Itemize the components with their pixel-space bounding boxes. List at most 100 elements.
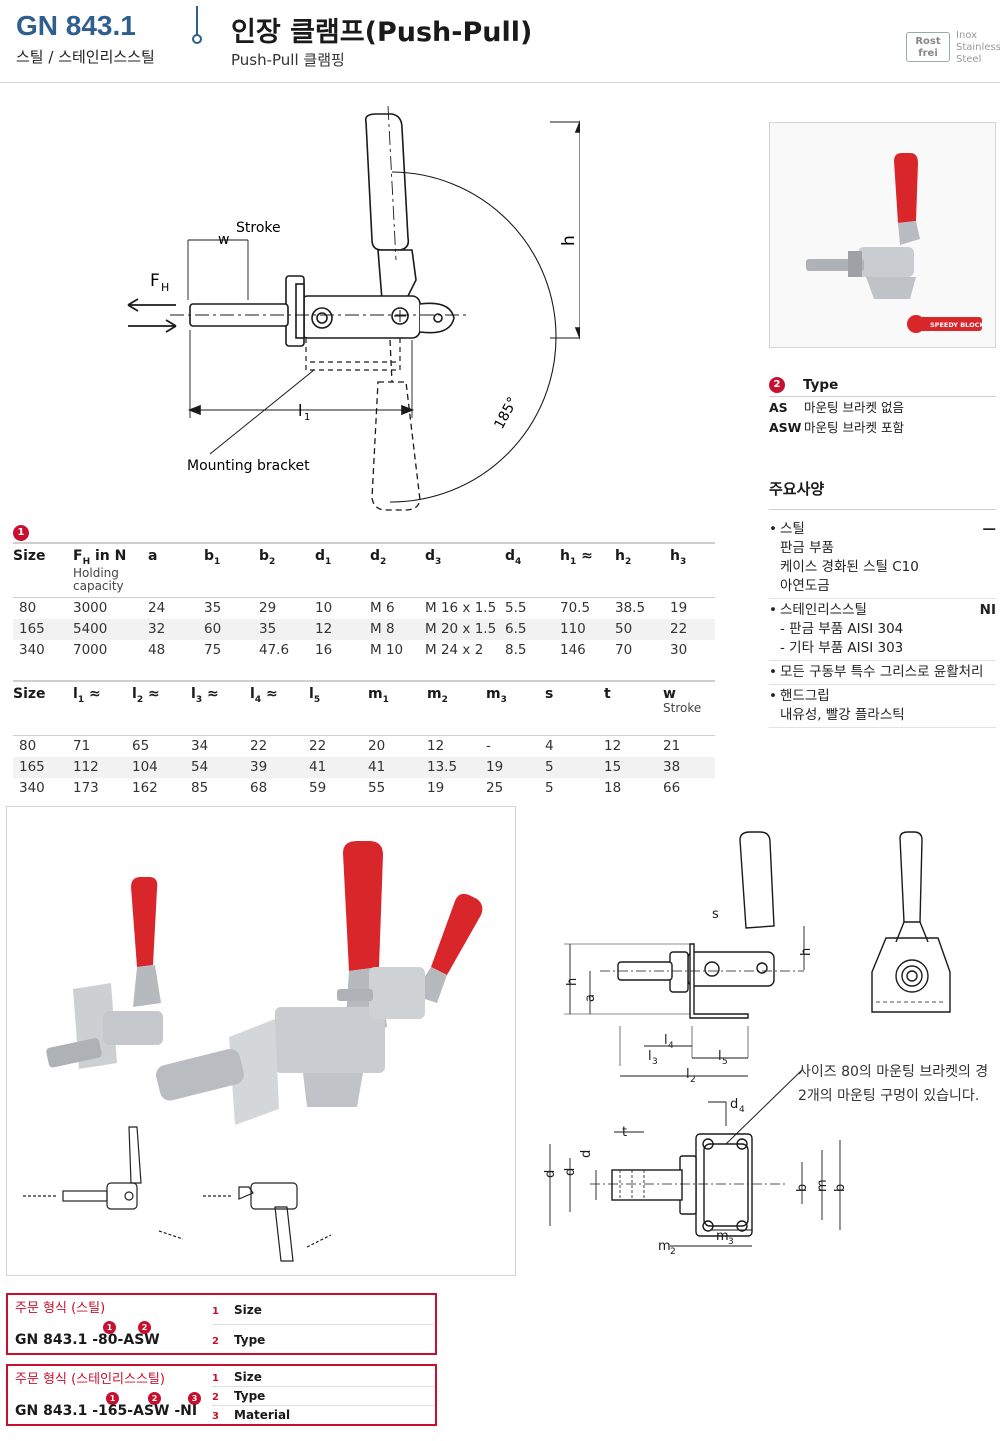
table-cell: 19 (427, 779, 445, 796)
table-cell: 5.5 (505, 599, 527, 616)
column-header-subscript: 3 (679, 556, 687, 567)
column-header-subscript: 2 (269, 556, 276, 567)
order-code-part: GN 843.1 (15, 1332, 88, 1348)
column-header-label: m (368, 686, 383, 702)
column-header: d1 (315, 542, 370, 598)
table-cell: 19 (670, 599, 688, 616)
column-header-label: b (259, 548, 270, 564)
column-header-subscript: 4 (515, 556, 522, 567)
spec-line: 스테인리스스틸 (780, 602, 867, 618)
column-header: l1 ≈ (73, 680, 132, 736)
column-header: d2 (370, 542, 425, 598)
angle-label: 185° (491, 395, 521, 432)
type-title: Type (803, 377, 839, 393)
table-cell: 65 (132, 737, 150, 754)
t-label: t (622, 1125, 627, 1140)
column-header-label: d (315, 548, 326, 564)
legend-num: 1 (212, 1373, 219, 1384)
table-cell: 18 (604, 779, 622, 796)
column-header-subscript: 1 (77, 694, 85, 705)
l3-sub: 3 (652, 1057, 658, 1067)
column-header: d3 (425, 542, 505, 598)
fh-label: F (150, 271, 160, 291)
header-divider (196, 6, 198, 36)
table-cell: 16 (315, 641, 333, 658)
column-header: h2 (615, 542, 670, 598)
column-header-label: d (425, 548, 436, 564)
column-header-subscript: 3 (195, 694, 203, 705)
legend-num: 2 (212, 1336, 219, 1347)
order-code-part: -ASW (117, 1332, 160, 1348)
column-header-label: b (204, 548, 215, 564)
legend-num: 3 (212, 1411, 219, 1422)
column-header: d4 (505, 542, 560, 598)
column-header: h1 ≈ (560, 542, 615, 598)
column-header-label: h (670, 548, 680, 564)
table-cell: 75 (204, 641, 222, 658)
legend-num: 1 (212, 1306, 219, 1317)
type-code: AS (769, 400, 788, 415)
column-header: Size (13, 680, 73, 736)
spec-line: 판금 부품 (780, 540, 834, 556)
column-header-suffix: ≈ (576, 548, 593, 564)
column-header: t (604, 680, 663, 736)
table-cell: 66 (663, 779, 681, 796)
column-header-label: Size (13, 548, 46, 564)
product-photo: SPEEDY BLOCK (769, 122, 996, 348)
column-header-label: l (191, 686, 196, 702)
table-cell: 48 (148, 641, 166, 658)
product-code: GN 843.1 (16, 10, 136, 41)
column-header-label: w (663, 686, 676, 702)
type-desc: 마운팅 브라켓 포함 (804, 420, 904, 435)
inox-line3: Steel (956, 54, 982, 65)
l5-sub: 5 (722, 1057, 728, 1067)
legend-text: Size (234, 1370, 262, 1384)
column-header: h3 (670, 542, 715, 598)
header-rule (0, 82, 1000, 83)
table-cell: 70.5 (560, 599, 591, 616)
table-cell: 146 (560, 641, 586, 658)
column-header-subscript: 2 (136, 694, 144, 705)
column-header-suffix: ≈ (261, 686, 278, 702)
l2-label: l (686, 1067, 690, 1082)
column-header-subscript: 2 (380, 556, 387, 567)
d3-label: d (543, 1170, 558, 1178)
table-cell: M 6 (370, 599, 395, 616)
column-header: s (545, 680, 604, 736)
column-header-suffix: in N (90, 548, 127, 564)
m2-label: m (658, 1239, 671, 1254)
spec-line: 스틸 (780, 521, 805, 537)
column-header-label: l (309, 686, 314, 702)
d4-label: d (730, 1097, 738, 1112)
table-cell: 8.5 (505, 641, 527, 658)
spec-line: 아연도금 (780, 578, 830, 594)
table-cell: 5 (545, 756, 604, 778)
order-steel-badge: 2 (138, 1321, 151, 1334)
table-cell: 71 (73, 737, 91, 754)
column-header-label: t (604, 686, 611, 702)
column-header-label: a (148, 548, 158, 564)
l3-label: l (648, 1049, 652, 1064)
table-cell: 35 (204, 599, 222, 616)
spec-line: 핸드그립 (780, 688, 830, 704)
table-cell: 39 (250, 756, 309, 778)
d4-sub: 4 (739, 1105, 745, 1115)
note-line: 2개의 마운팅 구멍이 있습니다. (798, 1088, 980, 1104)
inox-badge: Inox Stainless Steel (956, 30, 1000, 66)
order-stainless-badge: 3 (188, 1392, 201, 1405)
l4-label: l (664, 1033, 668, 1048)
column-header: a (148, 542, 204, 598)
column-header-suffix: ≈ (143, 686, 160, 702)
table-cell: 68 (250, 779, 268, 796)
table-cell: 70 (615, 641, 633, 658)
table-cell: 3000 (73, 599, 108, 616)
column-header: m3 (486, 680, 545, 736)
